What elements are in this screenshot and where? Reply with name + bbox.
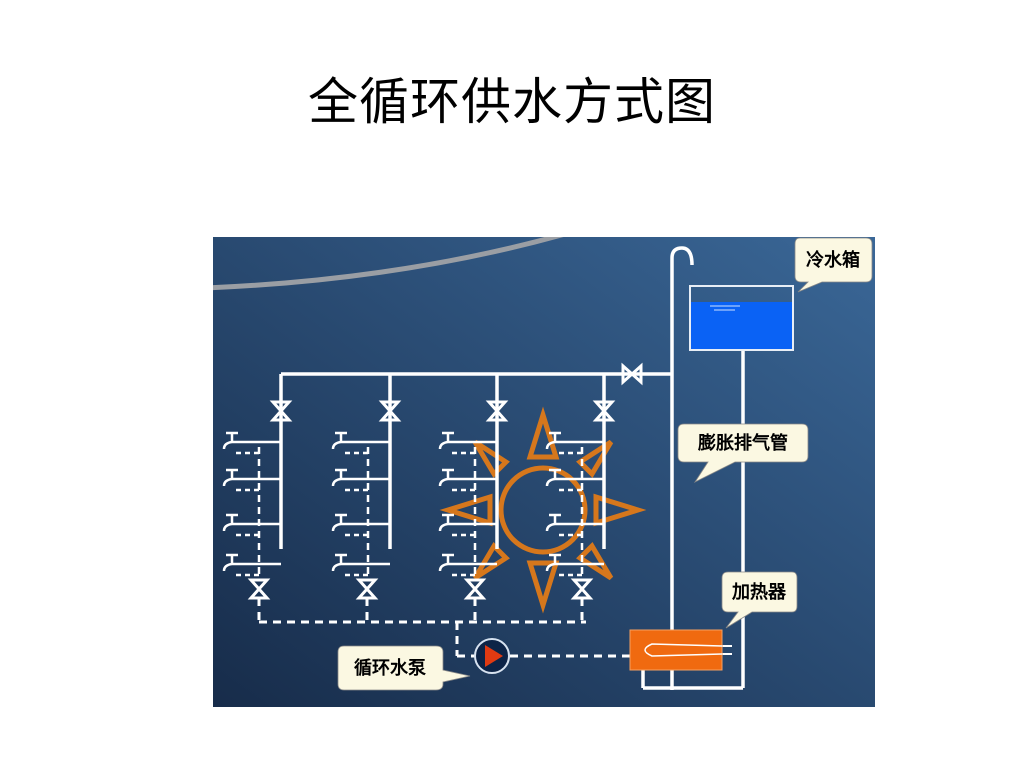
page-title: 全循环供水方式图 xyxy=(308,73,716,131)
callout-cold-tank: 冷水箱 xyxy=(794,237,873,293)
sun-icon xyxy=(439,406,647,614)
branch-valve-icon xyxy=(378,400,402,422)
faucet-icon xyxy=(222,431,281,450)
heater-unit xyxy=(629,629,723,671)
faucet-icon xyxy=(545,553,604,572)
faucet-icon xyxy=(545,431,604,450)
faucet-icon xyxy=(438,553,497,572)
valves xyxy=(247,362,643,600)
decorative-arc xyxy=(213,237,564,291)
label-pump: 循环水泵 xyxy=(354,657,426,679)
callout-pump: 循环水泵 xyxy=(337,645,471,691)
return-valve-icon xyxy=(463,578,487,600)
cold-water-tank xyxy=(689,285,794,351)
circulation-pump-icon xyxy=(474,638,510,674)
branch-valve-icon xyxy=(485,400,509,422)
return-pipes xyxy=(257,598,630,658)
faucet-icon xyxy=(331,431,390,450)
faucet-icon xyxy=(438,431,497,450)
callout-expansion-vent: 膨胀排气管 xyxy=(677,423,809,484)
label-expansion-vent: 膨胀排气管 xyxy=(697,432,788,454)
faucet-icon xyxy=(438,513,497,532)
faucet-icon xyxy=(331,468,390,487)
return-valve-icon xyxy=(247,578,271,600)
label-heater: 加热器 xyxy=(731,581,787,603)
faucet-icon xyxy=(438,468,497,487)
return-valve-icon xyxy=(570,578,594,600)
faucet-icon xyxy=(222,513,281,532)
label-cold-tank: 冷水箱 xyxy=(806,249,860,271)
callout-heater: 加热器 xyxy=(721,571,798,629)
main-valve-icon xyxy=(621,362,643,386)
faucet-icon xyxy=(545,468,604,487)
branch-valve-icon xyxy=(592,400,616,422)
branch-valve-icon xyxy=(269,400,293,422)
return-valve-icon xyxy=(355,578,379,600)
faucet-icon xyxy=(331,553,390,572)
faucets xyxy=(222,431,604,580)
faucet-icon xyxy=(222,553,281,572)
faucet-icon xyxy=(545,513,604,532)
faucet-icon xyxy=(331,513,390,532)
faucet-icon xyxy=(222,468,281,487)
